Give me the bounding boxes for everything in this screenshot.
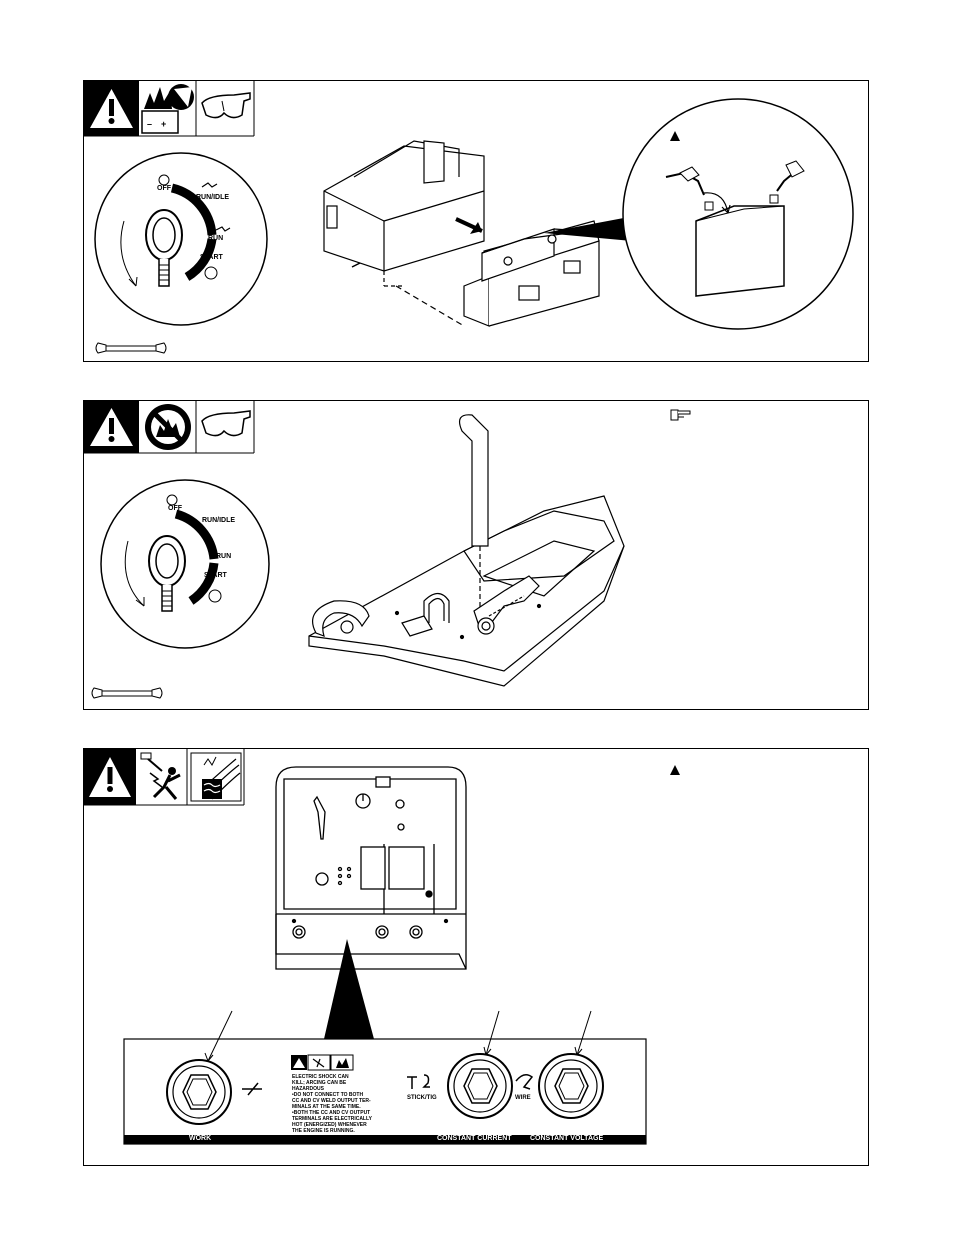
engine-switch-dial (94, 152, 268, 326)
terminal-callout-wedge (324, 939, 374, 1039)
wire-feed-icon (515, 1074, 534, 1090)
weld-terminal-strip (123, 1010, 647, 1145)
stick-tig-icon (407, 1074, 430, 1089)
switch-start-label: START (200, 254, 223, 261)
warning-exclamation-icon (84, 749, 136, 805)
battery-cable-detail (622, 98, 854, 330)
machine-front-drawing (275, 766, 467, 970)
switch-off-label: OFF (168, 505, 182, 512)
battery-plus-label: + (161, 119, 167, 129)
constant-voltage-label: CONSTANT VOLTAGE (530, 1135, 604, 1142)
wrench-icon (91, 687, 163, 699)
exhaust-base-drawing (308, 414, 625, 687)
switch-off-label: OFF (157, 185, 171, 192)
stick-tig-label: STICK/TIG (407, 1095, 437, 1101)
switch-run-label: RUN (216, 553, 232, 560)
work-terminal (166, 1059, 232, 1125)
switch-run-label: RUN (208, 235, 224, 242)
label-warning-icons (291, 1054, 354, 1071)
warning-exclamation-icon (84, 81, 139, 136)
safety-glasses-icon (201, 410, 251, 437)
pointing-hand-icon (670, 409, 691, 421)
work-terminal-label: WORK (189, 1135, 212, 1142)
constant-voltage-terminal (538, 1053, 604, 1119)
battery-minus-label: – (147, 119, 153, 129)
wire-label: WIRE (515, 1095, 531, 1101)
weld-terminals-illustration (84, 749, 647, 1145)
switch-run-idle-label: RUN/IDLE (196, 194, 230, 201)
battery-explosion-icon (141, 84, 194, 134)
no-fire-icon (145, 404, 191, 450)
engine-switch-dial (100, 479, 270, 649)
exhaust-install-illustration (84, 401, 691, 699)
safety-glasses-icon (201, 92, 251, 119)
battery-install-illustration (84, 81, 854, 354)
detail-callout-wedge (544, 217, 632, 241)
exhaust-install-panel: OFF RUN/IDLE RUN START (83, 400, 869, 710)
caution-triangle-icon (670, 765, 680, 775)
switch-run-idle-label: RUN/IDLE (202, 517, 236, 524)
electric-shock-icon (140, 752, 181, 800)
battery-install-panel: OFF RUN/IDLE RUN START – + (83, 80, 869, 362)
switch-start-label: START (204, 572, 227, 579)
caution-triangle-icon (670, 131, 680, 141)
constant-current-terminal (447, 1053, 513, 1119)
work-clamp-icon (242, 1082, 262, 1096)
wrench-icon (95, 342, 167, 354)
warning-exclamation-icon (84, 401, 139, 453)
terminal-warning-label: ELECTRIC SHOCK CAN KILL; ARCING CAN BE H… (292, 1074, 372, 1134)
weld-terminals-panel: ELECTRIC SHOCK CAN KILL; ARCING CAN BE H… (83, 748, 869, 1166)
hot-parts-icon (190, 752, 242, 802)
constant-current-label: CONSTANT CURRENT (437, 1135, 512, 1142)
